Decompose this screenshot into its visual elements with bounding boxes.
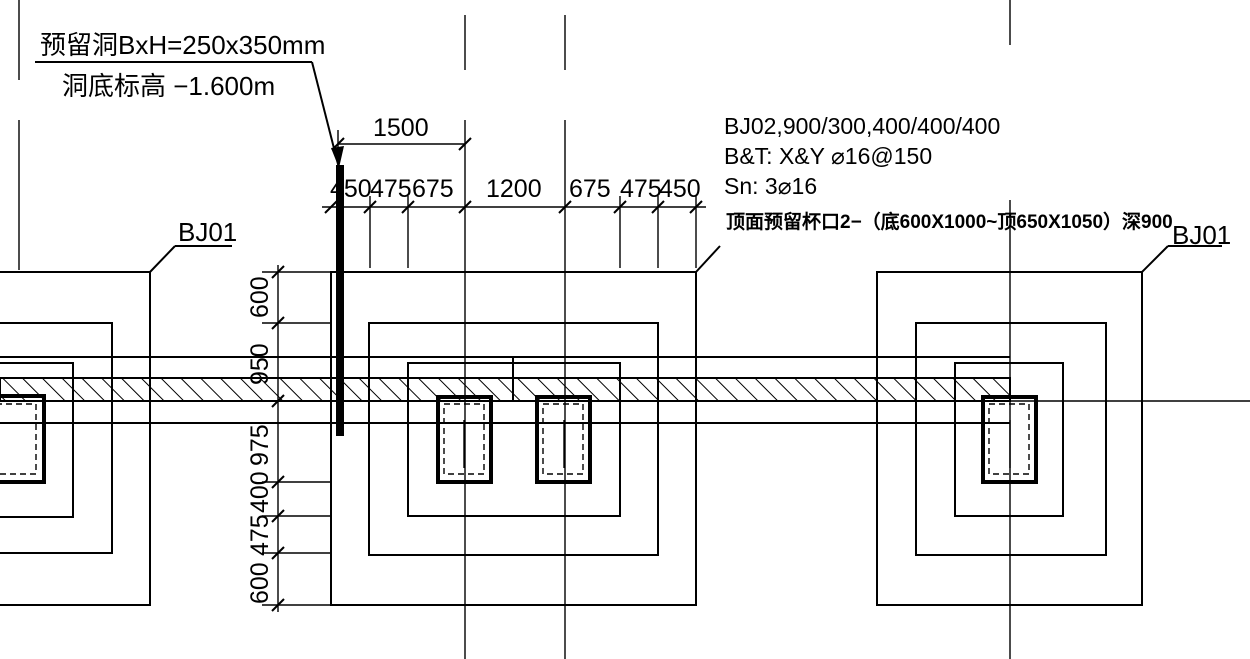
- footing-bj01-left: [0, 271, 151, 606]
- hole-bottom-elevation-label: 洞底标高 −1.600m: [62, 71, 275, 101]
- spec-line-4: 顶面预留杯口2−（底600X1000~顶650X1050）深900: [726, 210, 1173, 233]
- footing-label-right: BJ01: [1172, 220, 1231, 250]
- dim-side-seg-1: 600: [246, 276, 274, 318]
- dim-top-overall: 1500: [373, 114, 429, 142]
- dim-top-seg-4: 1200: [486, 175, 542, 203]
- dim-side-seg-4: 400: [246, 471, 274, 513]
- dim-side-seg-2: 950: [246, 343, 274, 385]
- strip-beam: [0, 356, 1011, 424]
- dim-side-seg-6: 600: [246, 562, 274, 604]
- footing-label-leaders: [149, 245, 1222, 273]
- spec-line-2: B&T: X&Y ⌀16@150: [724, 143, 932, 169]
- footing-label-left: BJ01: [178, 217, 237, 247]
- hole-size-label: 预留洞BxH=250x350mm: [40, 30, 325, 60]
- dim-top-seg-1: 450: [330, 175, 372, 203]
- dim-top-seg-2: 475: [370, 175, 412, 203]
- spec-line-1: BJ02,900/300,400/400/400: [724, 113, 1000, 139]
- dim-top-seg-7: 450: [659, 175, 701, 203]
- dim-top-seg-5: 675: [569, 175, 611, 203]
- dim-top-seg-6: 475: [620, 175, 662, 203]
- footing-bj02: [330, 271, 697, 606]
- reserved-hole: [336, 165, 344, 436]
- dim-side-seg-5: 475: [246, 514, 274, 556]
- spec-line-3: Sn: 3⌀16: [724, 173, 817, 199]
- dim-side-seg-3: 975: [246, 424, 274, 466]
- top-dimension-lines: [322, 130, 706, 268]
- dim-top-seg-3: 675: [412, 175, 454, 203]
- side-dimension-lines: [262, 265, 331, 612]
